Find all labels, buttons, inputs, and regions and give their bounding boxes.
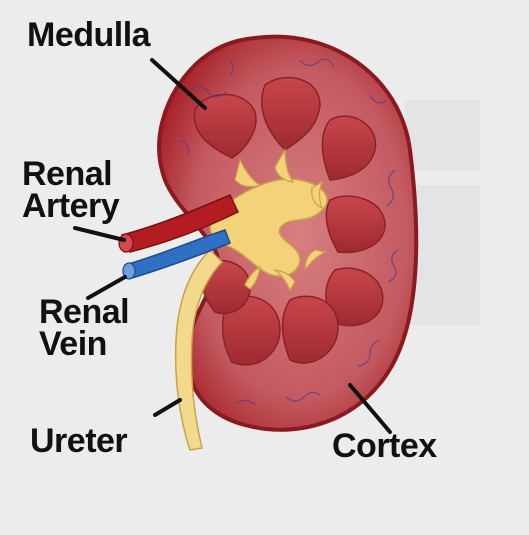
label-renal-vein-line2: Vein — [39, 328, 129, 360]
label-ureter-text: Ureter — [30, 425, 127, 457]
label-renal-artery: Renal Artery — [22, 158, 119, 222]
leader-line-ureter — [155, 400, 180, 415]
label-renal-vein-line1: Renal — [39, 296, 129, 328]
leader-line-renal-artery — [75, 228, 124, 240]
label-renal-vein: Renal Vein — [39, 296, 129, 360]
background-panel — [405, 100, 480, 170]
label-ureter: Ureter — [30, 425, 127, 457]
label-renal-artery-line1: Renal — [22, 158, 119, 190]
label-medulla-text: Medulla — [27, 19, 150, 51]
label-cortex: Cortex — [332, 430, 437, 462]
label-renal-artery-line2: Artery — [22, 190, 119, 222]
label-medulla: Medulla — [27, 19, 150, 51]
label-cortex-text: Cortex — [332, 430, 437, 462]
